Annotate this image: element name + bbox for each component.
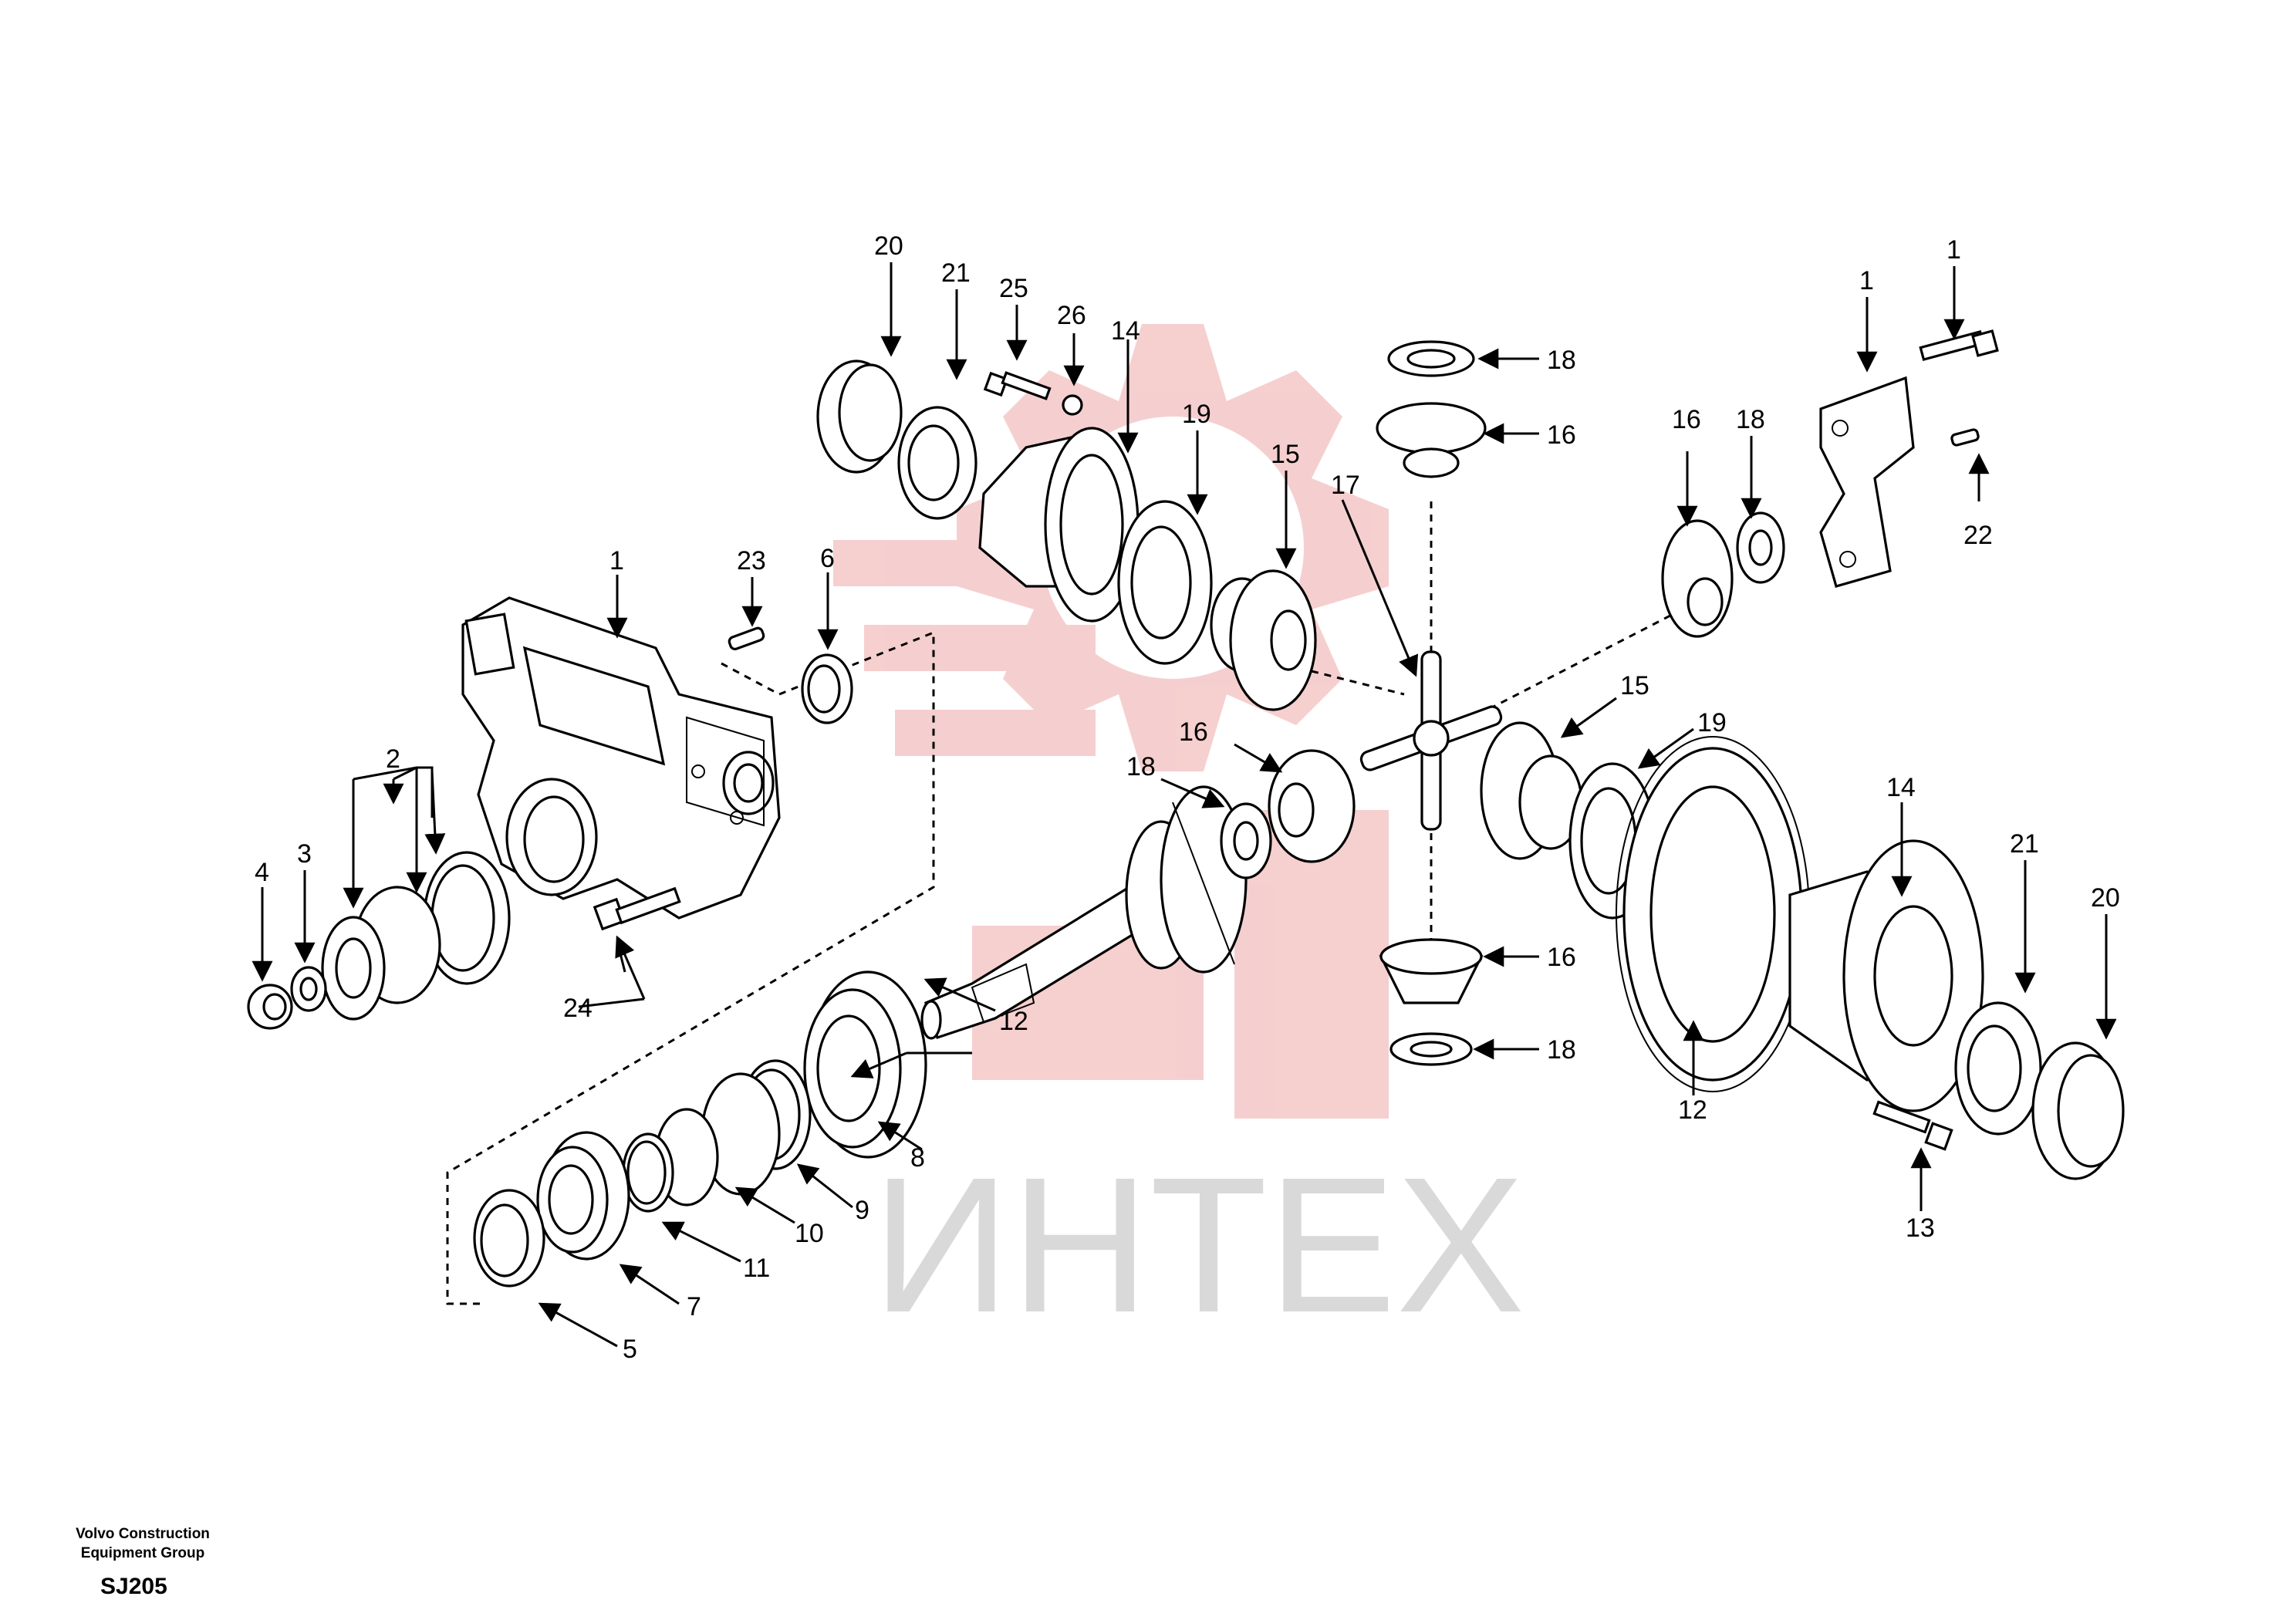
thrust-washer-18-bottom	[1389, 1032, 1473, 1066]
footer-company: Volvo Construction Equipment Group	[76, 1526, 210, 1561]
callout-7: 7	[687, 1292, 701, 1321]
callout-18-right: 18	[1736, 405, 1765, 434]
callout-16-left: 16	[1179, 717, 1208, 747]
callout-17: 17	[1331, 471, 1360, 500]
callout-25: 25	[999, 274, 1028, 303]
callout-3: 3	[297, 839, 312, 869]
seal-ring-2	[423, 851, 511, 985]
seal-6	[801, 653, 853, 724]
watermark-text: ИНТЕХ	[872, 1137, 1524, 1352]
cap-bolt	[1919, 329, 1999, 362]
bolt-13	[1872, 1100, 1953, 1151]
callout-12-ring: 12	[1678, 1095, 1707, 1125]
callout-14-top: 14	[1111, 316, 1140, 346]
washer-3	[290, 966, 327, 1012]
footer-diagram-code: SJ205	[100, 1574, 167, 1599]
bolt-24	[593, 886, 681, 931]
pin-23	[728, 626, 765, 650]
callout-1-bolt: 1	[1947, 235, 1961, 265]
nut-4	[247, 984, 293, 1030]
callout-20-top: 20	[874, 231, 903, 261]
bearing-8	[803, 970, 927, 1159]
bolt-25	[983, 371, 1052, 400]
spider-cross-17	[1359, 650, 1503, 831]
thrust-washer-18-left	[1220, 802, 1272, 879]
callout-24: 24	[563, 994, 593, 1023]
thrust-washer-19-top	[1117, 500, 1213, 665]
callout-10: 10	[795, 1219, 824, 1248]
seal-5	[473, 1189, 545, 1288]
callout-22: 22	[1963, 521, 1993, 550]
adjuster-nut-20-right	[2031, 1041, 2125, 1180]
pinion-shaft	[920, 785, 1248, 1040]
callout-26: 26	[1057, 301, 1086, 330]
callout-23: 23	[737, 546, 766, 575]
callout-labels: 1 2 3 4 5 6 7 8 9 10 11 12 12 13 14 14 1…	[255, 231, 2120, 1364]
callout-4: 4	[255, 858, 269, 887]
pinion-gear-16-right	[1661, 519, 1734, 638]
pin-22	[1950, 428, 1980, 447]
callout-16-top: 16	[1547, 420, 1576, 450]
bearing-7	[536, 1131, 630, 1261]
callout-15-right: 15	[1620, 671, 1649, 700]
flange-yoke	[321, 886, 441, 1021]
callout-18-top: 18	[1547, 346, 1576, 375]
bearing-cap	[1819, 376, 1915, 588]
shim-11	[622, 1132, 674, 1213]
callout-14-right: 14	[1886, 773, 1916, 802]
callout-12-pinion: 12	[999, 1007, 1028, 1036]
differential-case-14-right	[1788, 839, 1984, 1112]
spacer-10	[654, 1072, 781, 1207]
adjuster-nut-20-top	[816, 359, 903, 474]
callout-19-top: 19	[1182, 400, 1211, 429]
callout-2: 2	[386, 744, 400, 774]
callout-5: 5	[623, 1335, 637, 1364]
differential-case-14-top	[978, 427, 1140, 623]
callout-21-top: 21	[941, 258, 971, 288]
callout-1-cap: 1	[1859, 266, 1874, 295]
callout-9: 9	[855, 1196, 869, 1225]
bearing-21-right	[1954, 1001, 2042, 1136]
callout-16-bottom: 16	[1547, 943, 1576, 972]
bearing-21-top	[897, 406, 977, 520]
thrust-washer-18-right	[1736, 511, 1785, 584]
thrust-washer-18-top	[1387, 340, 1475, 377]
callout-19-right: 19	[1697, 708, 1727, 737]
callout-8: 8	[910, 1143, 925, 1173]
callout-20-right: 20	[2091, 883, 2120, 913]
callout-11: 11	[743, 1254, 770, 1283]
callout-15-top: 15	[1271, 440, 1300, 469]
callout-18-bottom: 18	[1547, 1035, 1576, 1065]
callout-16-right: 16	[1672, 405, 1701, 434]
side-gear-15-top	[1210, 569, 1317, 711]
callout-21-right: 21	[2010, 829, 2039, 859]
leader-lines	[252, 262, 2117, 1348]
pinion-gear-16-bottom	[1379, 938, 1484, 1004]
callout-1-housing: 1	[609, 546, 624, 575]
callout-13: 13	[1906, 1213, 1935, 1243]
side-gear-15-right	[1480, 721, 1583, 860]
pinion-gear-16-left	[1268, 749, 1356, 863]
axle-housing	[461, 596, 781, 920]
washer-26	[1062, 394, 1083, 416]
pinion-gear-16-top	[1376, 402, 1487, 478]
callout-18-left: 18	[1126, 752, 1156, 781]
callout-6: 6	[820, 544, 835, 573]
ring-gear	[1616, 736, 1810, 1092]
